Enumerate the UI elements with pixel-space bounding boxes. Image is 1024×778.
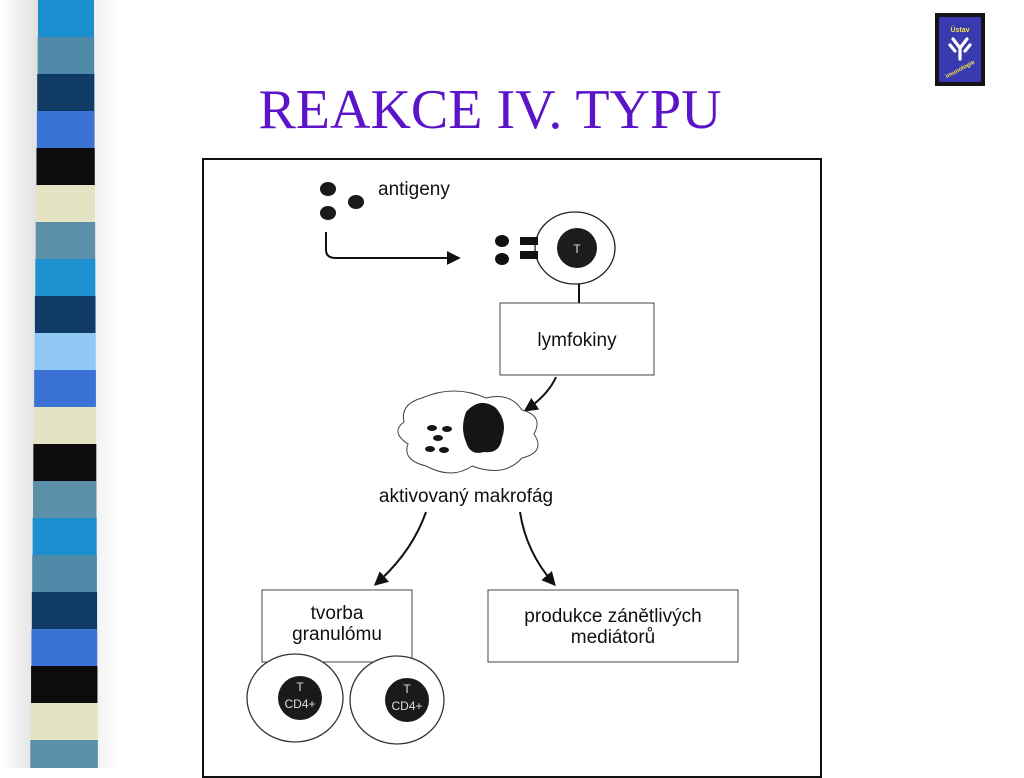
cd4-t-cell: T CD4+ [349,655,445,745]
strip-band [35,259,96,297]
strip-band [31,592,98,630]
strip-band [34,333,96,371]
mediators-label-line2: mediátorů [571,627,656,648]
strip-band [33,407,97,445]
institute-logo: Ústav imunologie [935,13,985,86]
cd4-cell-label-line1: T [296,680,304,694]
antigens-label: antigeny [378,179,450,200]
macrophage-to-mediators-arrow [519,511,556,587]
antibody-icon [948,37,972,61]
granuloma-label-line2: granulómu [292,624,382,645]
logo-top-text: Ústav [950,25,969,34]
cd4-cell-label-line2: CD4+ [391,699,422,713]
strip-band [31,666,98,704]
macrophage-to-granuloma-arrow [373,511,427,586]
strip-band [37,74,95,112]
strip-band [36,148,95,186]
slide-title: REAKCE IV. TYPU [258,79,722,141]
macrophage-label: aktivovaný makrofág [379,486,553,507]
lymphokines-box [499,302,655,376]
diagram-frame: antigeny T lymfokiny [202,158,822,778]
strip-band [34,296,96,334]
t-cell: T [495,211,616,285]
strip-band [34,370,96,408]
cd4-cell-label-line2: CD4+ [284,697,315,711]
cd4-t-cell: T CD4+ [246,653,344,743]
antigen-to-tcell-arrow [325,232,461,265]
strip-band [36,185,95,223]
strip-band [30,740,98,768]
cd4-cell-label-line1: T [403,682,411,696]
strip-band [32,555,97,593]
strip-band [36,111,95,149]
strip-band [33,444,97,482]
t-cell-label: T [573,242,581,256]
antigen-dots [320,182,364,220]
strip-band [30,703,98,741]
granuloma-label-line1: tvorba [311,603,364,624]
strip-band [35,222,96,260]
strip-band [32,518,97,556]
activated-macrophage [397,390,539,474]
strip-band [38,0,94,38]
decorative-side-strip [0,0,120,768]
logo-bottom-text: imunologie [945,59,977,80]
mediators-label-line1: produkce zánětlivých [524,606,701,627]
strip-band [31,629,98,667]
granuloma-box [261,589,413,663]
strip-band [32,481,97,519]
lymphokines-label: lymfokiny [537,330,617,351]
type-iv-reaction-diagram: antigeny T lymfokiny [246,179,739,745]
lymphokines-to-macrophage-arrow [523,376,557,412]
strip-band [37,37,95,75]
mediators-box [487,589,739,663]
